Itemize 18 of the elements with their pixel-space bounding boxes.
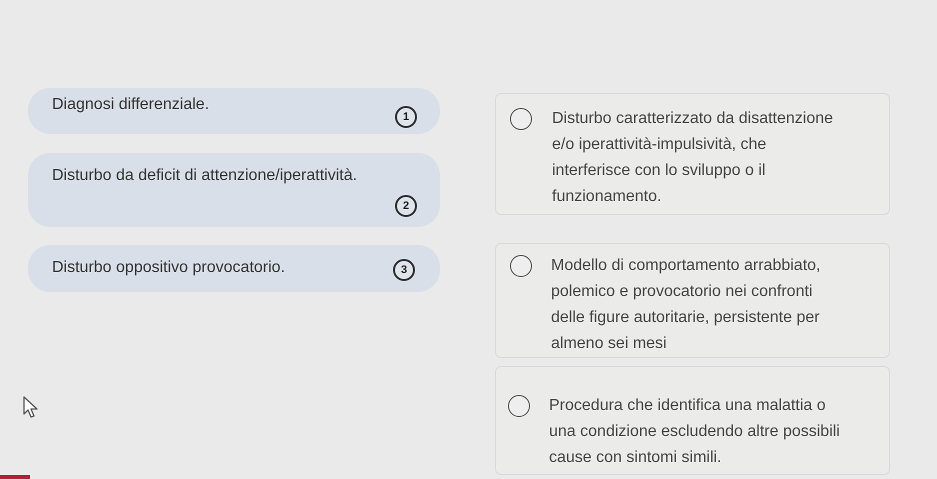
number-badge: 2	[395, 195, 417, 217]
term-text: Diagnosi differenziale.	[52, 95, 210, 115]
radio-button	[508, 395, 530, 417]
definition-text: Procedura che identifica una malattia o una condizione escludendo altre possibili cause con sintomi simili.	[549, 396, 841, 468]
term-text: Disturbo da deficit di attenzione/iperattività.	[52, 166, 358, 186]
term-text: Disturbo oppositivo provocatorio.	[52, 258, 286, 278]
number-badge: 1	[395, 106, 417, 128]
number-badge: 3	[393, 259, 415, 281]
definition-card	[495, 366, 890, 475]
term-pill	[28, 153, 440, 227]
term-pill	[28, 88, 440, 134]
definition-text: Modello di comportamento arrabbiato, polemico e provocatorio nei confronti delle figure autoritarie, persistente per almeno sei mesi	[551, 256, 822, 354]
radio-button	[510, 255, 532, 277]
term-pill	[28, 245, 440, 292]
definition-card	[495, 93, 890, 215]
definition-text: Disturbo caratterizzato da disattenzione e/o iperattività-impulsività, che interferisce con lo sviluppo o il funzionamento.	[552, 109, 834, 207]
definition-card	[495, 243, 890, 358]
radio-button	[510, 108, 532, 130]
